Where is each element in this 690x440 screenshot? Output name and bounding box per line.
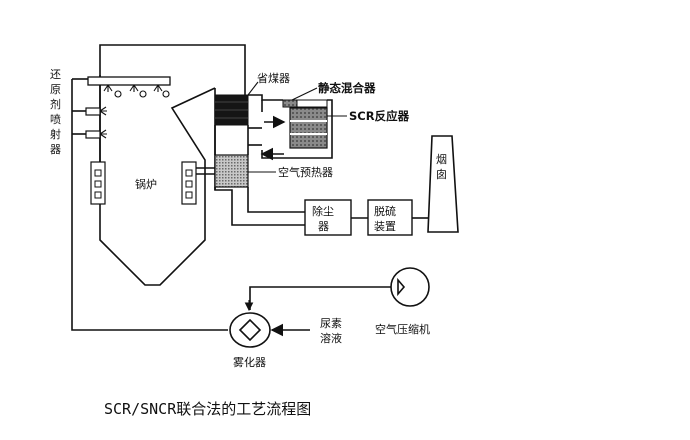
svg-text:装置: 装置 (374, 220, 396, 233)
economizer (214, 81, 259, 126)
svg-text:脱硫: 脱硫 (374, 204, 396, 218)
air-compressor-label: 空气压缩机 (375, 322, 430, 336)
flue-column (214, 125, 305, 226)
air-preheater (196, 154, 276, 188)
scr-reactor (248, 87, 347, 161)
air-compressor (244, 267, 430, 312)
dust-remover-label: 除尘 器 (312, 204, 334, 233)
svg-text:原: 原 (50, 83, 61, 96)
svg-text:溶液: 溶液 (320, 331, 342, 345)
urea-solution-label: 尿素 溶液 (320, 317, 342, 345)
svg-text:尿素: 尿素 (320, 317, 342, 330)
chimney (427, 135, 459, 233)
svg-text:剂: 剂 (50, 97, 61, 111)
chimney-label: 烟 囱 (436, 152, 447, 181)
desulfurizer (367, 199, 428, 236)
svg-text:除尘: 除尘 (312, 204, 334, 218)
svg-text:器: 器 (318, 220, 329, 233)
boiler (90, 75, 216, 286)
svg-text:射: 射 (50, 127, 61, 141)
atomizer (229, 312, 310, 348)
desulfurizer-label: 脱硫 装置 (374, 204, 396, 233)
svg-text:还: 还 (50, 68, 61, 81)
diagram-caption: SCR/SNCR联合法的工艺流程图 (104, 400, 311, 418)
boiler-label: 锅炉 (135, 178, 157, 191)
air-preheater-label: 空气预热器 (278, 165, 333, 179)
svg-text:喷: 喷 (50, 113, 61, 126)
reductant-injector (71, 76, 228, 331)
scr-reactor-label: SCR反应器 (349, 109, 410, 123)
injector-label: 还 原 剂 喷 射 器 (50, 68, 61, 156)
atomizer-label: 雾化器 (233, 355, 266, 369)
svg-text:烟: 烟 (436, 152, 447, 166)
static-mixer-label: 静态混合器 (318, 81, 376, 95)
economizer-label: 省煤器 (257, 72, 290, 85)
svg-text:囱: 囱 (436, 168, 447, 181)
svg-text:器: 器 (50, 143, 61, 156)
dust-remover (304, 199, 368, 236)
